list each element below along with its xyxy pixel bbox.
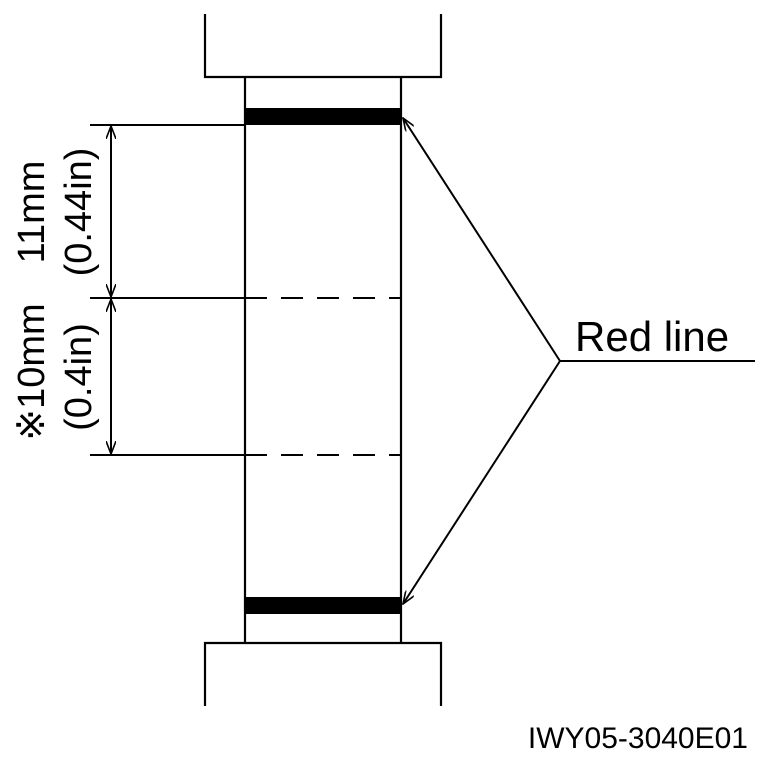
red-line-band-bottom — [245, 597, 401, 614]
figure-code: IWY05-3040E01 — [528, 722, 748, 755]
red-line-callout-label: Red line — [575, 313, 729, 360]
red-line-band-top — [245, 108, 401, 125]
dim-lower-mm-label: ※10mm — [11, 303, 53, 440]
dim-lower-in-label: (0.4in) — [58, 323, 100, 431]
dim-upper-mm-label: 11mm — [11, 161, 53, 264]
top-fitting — [203, 14, 443, 79]
bottom-fitting — [203, 641, 443, 706]
leader-line-top — [403, 118, 561, 362]
leader-line-bottom — [403, 360, 561, 604]
dim-upper-in-label: (0.44in) — [58, 148, 100, 277]
